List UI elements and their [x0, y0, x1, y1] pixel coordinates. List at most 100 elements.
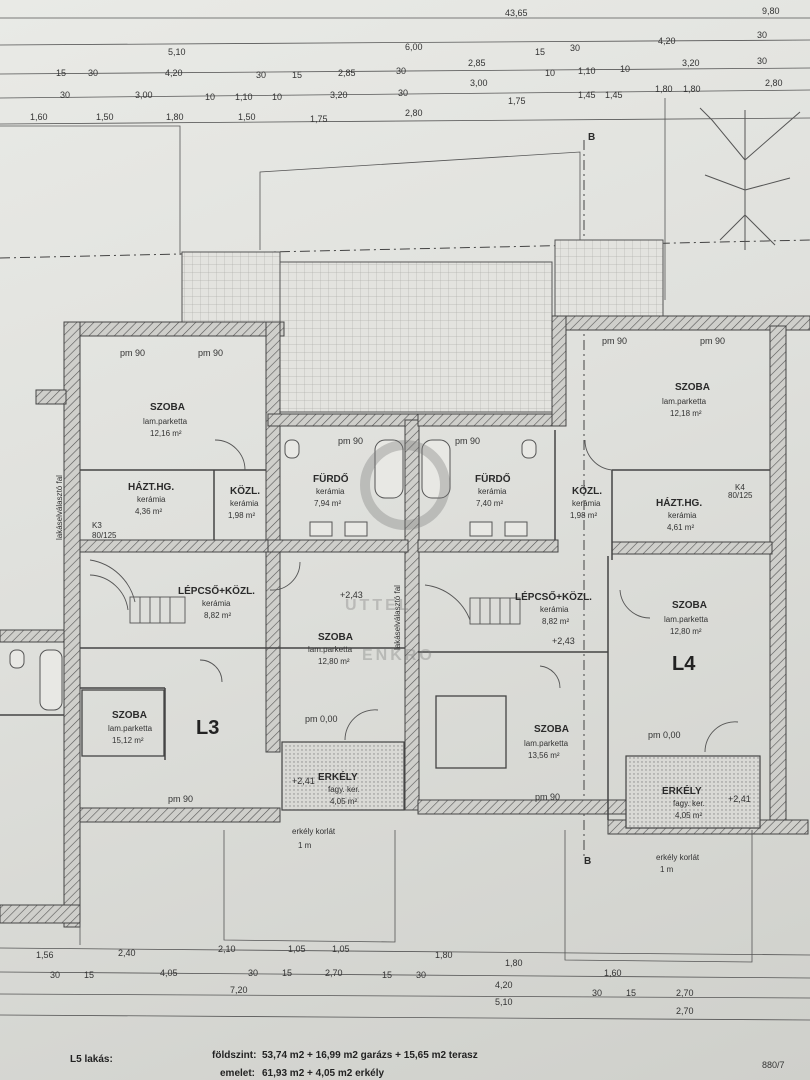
room-area: 1,98 m²: [570, 511, 597, 520]
top-dimension-texts: 43,65 9,80 5,10 6,00 15 30 4,20 30 15 30…: [30, 6, 783, 124]
dim-top-3h: 2,85: [468, 58, 486, 68]
dim-bottom-1a: 1,56: [36, 950, 54, 960]
walls: [0, 315, 810, 928]
dim-top-4d: 1,10: [235, 92, 253, 102]
door-label: pm 90: [535, 792, 560, 802]
dim-bottom-4a: 5,10: [495, 997, 513, 1007]
dim-bottom-3e: 2,70: [676, 988, 694, 998]
dim-bottom-3b: 4,20: [495, 980, 513, 990]
dim-top-5g: 1,75: [508, 96, 526, 106]
door-label: pm 90: [198, 348, 223, 358]
room-area: 7,94 m²: [314, 499, 341, 508]
area-summary-title: L5 lakás:: [70, 1054, 113, 1065]
room-area: 8,82 m²: [542, 617, 569, 626]
dim-top-3l: 3,20: [682, 58, 700, 68]
ground-floor-value: 53,74 m2 + 16,99 m2 garázs + 15,65 m2 te…: [262, 1050, 478, 1061]
dim-bottom-2f: 2,70: [325, 968, 343, 978]
dim-top-4a: 30: [60, 90, 70, 100]
room-area: 4,05 m²: [330, 797, 357, 806]
upper-floor-value: 61,93 m2 + 4,05 m2 erkély: [262, 1068, 384, 1079]
dim-top-5f: 2,80: [405, 108, 423, 118]
level-marks: +2,43 +2,43 +2,41 +2,41: [292, 590, 751, 804]
room-szoba-l4-mid: SZOBA lam.parketta 12,80 m²: [664, 600, 709, 636]
dim-top-2f: 30: [757, 30, 767, 40]
room-floor: kerámia: [668, 511, 697, 520]
dim-bottom-2e: 15: [282, 968, 292, 978]
room-floor: lam.parketta: [664, 615, 709, 624]
room-floor: lam.parketta: [662, 397, 707, 406]
dim-top-3k: 10: [620, 64, 630, 74]
room-szoba-l4-top: SZOBA lam.parketta 12,18 m²: [662, 382, 710, 418]
dim-bottom-1f: 1,80: [435, 950, 453, 960]
dim-top-5d: 1,50: [238, 112, 256, 122]
room-floor: kerámia: [202, 599, 231, 608]
balcony-l3: [281, 741, 405, 811]
room-name: SZOBA: [672, 600, 707, 611]
room-lepcso-l4: LÉPCSŐ+KÖZL. kerámia 8,82 m²: [515, 590, 592, 626]
sheet-number: 880/7: [762, 1060, 785, 1070]
dim-top-4i: 1,45: [605, 90, 623, 100]
dim-bottom-1e: 1,05: [332, 944, 350, 954]
room-area: 8,82 m²: [204, 611, 231, 620]
door-label: pm 90: [120, 348, 145, 358]
room-floor: kerámia: [478, 487, 507, 496]
room-name: ERKÉLY: [662, 784, 702, 797]
room-furdo-1: FÜRDŐ kerámia 7,94 m²: [313, 472, 349, 508]
dim-top-4c: 10: [205, 92, 215, 102]
note-party-wall-mid: lakáselválasztó fal: [393, 585, 402, 650]
room-kozl-l4: KÖZL. kerámia 1,98 m²: [570, 484, 602, 520]
dim-top-1a: 43,65: [505, 8, 528, 18]
room-floor: fagy. ker.: [328, 785, 360, 794]
dim-top-2c: 15: [535, 47, 545, 57]
door-label: pm 90: [338, 436, 363, 446]
dim-bottom-2c: 4,05: [160, 968, 178, 978]
room-floor: kerámia: [137, 495, 166, 504]
room-area: 12,16 m²: [150, 429, 182, 438]
door-labels: pm 90 pm 90 pm 90 pm 90 pm 90 pm 90 pm 0…: [120, 336, 725, 804]
room-name: KÖZL.: [572, 484, 602, 497]
dim-top-4k: 2,80: [765, 78, 783, 88]
room-szoba-l3-top: SZOBA lam.parketta 12,16 m²: [143, 402, 188, 438]
door-label: pm 90: [168, 794, 193, 804]
room-name: LÉPCSŐ+KÖZL.: [178, 584, 255, 597]
staircase-right: [424, 584, 521, 625]
dim-top-2d: 30: [570, 43, 580, 53]
room-area: 4,36 m²: [135, 507, 162, 516]
note-window-k4: K4: [735, 483, 745, 492]
room-floor: fagy. ker.: [673, 799, 705, 808]
dim-top-2a: 5,10: [168, 47, 186, 57]
room-name: SZOBA: [112, 710, 147, 721]
level-mark: +2,43: [340, 590, 363, 600]
room-hazt-l3: HÁZT.HG. kerámia 4,36 m²: [128, 480, 174, 516]
dim-bottom-4b: 2,70: [676, 1006, 694, 1016]
dim-top-5e: 1,75: [310, 114, 328, 124]
upper-floor-label: emelet:: [220, 1068, 255, 1079]
room-area: 4,05 m²: [675, 811, 702, 820]
room-lepcso-l3: LÉPCSŐ+KÖZL. kerámia 8,82 m²: [178, 584, 255, 620]
dim-bottom-1b: 2,40: [118, 948, 136, 958]
room-szoba-l4-low: SZOBA lam.parketta 13,56 m²: [524, 724, 569, 760]
dim-top-3i: 10: [545, 68, 555, 78]
dim-bottom-2h: 30: [416, 970, 426, 980]
dim-bottom-2a: 30: [50, 970, 60, 980]
dim-top-4g: 30: [398, 88, 408, 98]
room-erkely-l3: ERKÉLY fagy. ker. 4,05 m²: [318, 770, 360, 806]
door-label: pm 0,00: [648, 730, 681, 740]
note-railing-l4-height: 1 m: [660, 865, 674, 874]
room-area: 12,18 m²: [670, 409, 702, 418]
dim-top-5i: 1,80: [655, 84, 673, 94]
room-area: 4,61 m²: [667, 523, 694, 532]
room-name: SZOBA: [150, 402, 185, 413]
watermark-line-2: ENKRO: [362, 647, 435, 664]
terrace-center: [279, 261, 553, 413]
room-name: FÜRDŐ: [313, 472, 349, 485]
room-name: SZOBA: [675, 382, 710, 393]
unit-label-l4: L4: [672, 653, 696, 675]
small-notes: erkély korlát 1 m erkély korlát 1 m laká…: [55, 475, 753, 874]
dim-bottom-2g: 15: [382, 970, 392, 980]
bed-l4: [435, 695, 507, 769]
room-area: 1,98 m²: [228, 511, 255, 520]
dim-top-3m: 30: [757, 56, 767, 66]
